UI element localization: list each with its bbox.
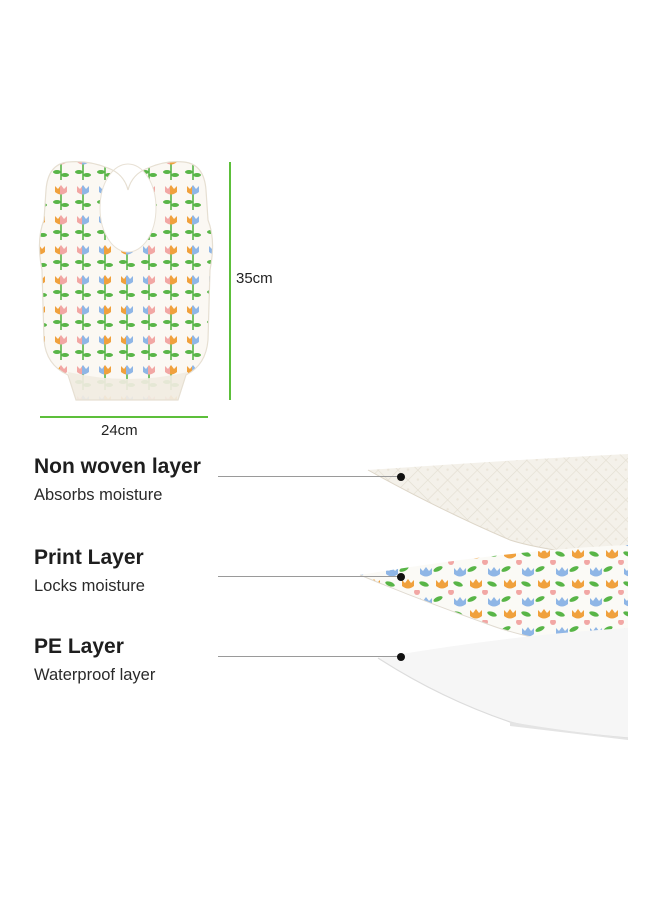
layer-subtitle-print: Locks moisture xyxy=(34,577,145,595)
leader-line-print xyxy=(218,576,400,577)
leader-line-pe xyxy=(218,656,400,657)
leader-dot-pe xyxy=(397,653,405,661)
leader-line-non-woven xyxy=(218,476,400,477)
height-dimension-line xyxy=(229,162,231,400)
non-woven-sheet xyxy=(367,454,629,561)
leader-dot-non-woven xyxy=(397,473,405,481)
layer-title-non-woven: Non woven layer xyxy=(34,455,201,478)
layer-title-pe: PE Layer xyxy=(34,635,124,658)
bib-illustration xyxy=(38,161,214,401)
width-label: 24cm xyxy=(101,422,138,439)
layer-subtitle-pe: Waterproof layer xyxy=(34,666,156,684)
layer-title-print: Print Layer xyxy=(34,546,144,569)
leader-dot-print xyxy=(397,573,405,581)
height-label: 35cm xyxy=(236,270,273,287)
layer-subtitle-non-woven: Absorbs moisture xyxy=(34,486,163,504)
pe-sheet xyxy=(377,628,629,740)
width-dimension-line xyxy=(40,416,208,418)
layer-stack-illustration xyxy=(359,454,629,740)
